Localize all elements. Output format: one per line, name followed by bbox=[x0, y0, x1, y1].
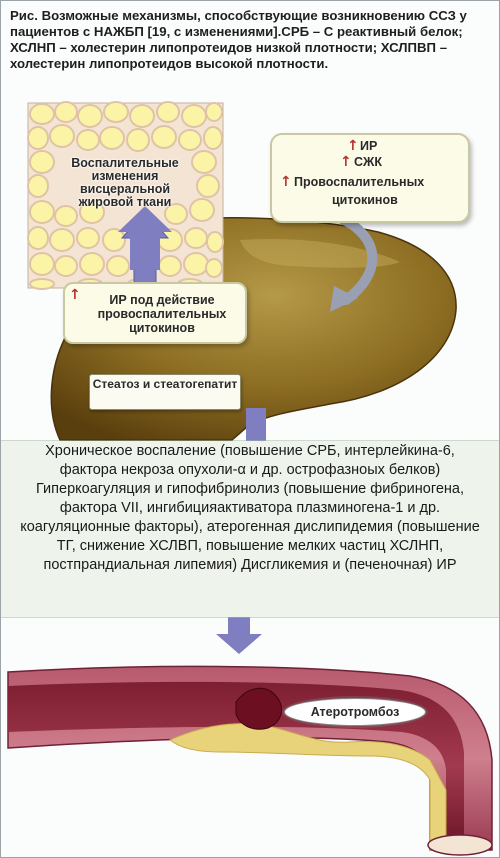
consequences-panel: Хроническое воспаление (повышение СРБ, и… bbox=[1, 441, 499, 617]
fat-tissue-label: Воспалительные изменения висцеральной жи… bbox=[71, 156, 179, 209]
liver-feedback-label: ИР под действие провоспалительных цитоки… bbox=[97, 293, 227, 335]
up-arrow-icon: ↑ bbox=[69, 287, 81, 303]
up-arrow-icon: ↑ bbox=[347, 138, 359, 154]
up-arrow-icon: ↑ bbox=[340, 154, 352, 170]
atherothrombosis-label: Атеротромбоз bbox=[284, 698, 426, 726]
liver-to-panel-arrow bbox=[246, 408, 266, 441]
curved-gray-arrow-head bbox=[330, 286, 358, 312]
up-arrow-fat-head bbox=[118, 206, 172, 232]
liver-feedback-callout: ↑ ИР под действие провоспалительных цито… bbox=[63, 282, 247, 344]
consequences-text: Хроническое воспаление (повышение СРБ, и… bbox=[20, 443, 480, 573]
vessel-opening bbox=[427, 834, 493, 856]
liver-inputs-callout: ↑ ИР ↑ СЖК ↑ Провоспалительных цитокинов bbox=[270, 133, 470, 223]
liver-highlight bbox=[240, 238, 400, 268]
steatosis-label: Стеатоз и стеатогепатит bbox=[92, 377, 238, 391]
curved-gray-arrow bbox=[335, 213, 378, 305]
up-arrow-fat bbox=[130, 230, 160, 270]
up-arrow-icon: ↑ bbox=[280, 174, 292, 190]
cytokines-label: цитокинов bbox=[332, 193, 398, 207]
figure-caption: Рис. Возможные механизмы, способствующие… bbox=[10, 8, 467, 71]
ffa-label: СЖК bbox=[354, 155, 382, 169]
panel-to-vessel-arrow-body bbox=[228, 617, 250, 636]
proinflammatory-label: Провоспалительных bbox=[294, 175, 425, 189]
insulin-resistance-label: ИР bbox=[360, 139, 378, 153]
blood-vessel bbox=[7, 665, 493, 856]
panel-to-vessel-arrow-head bbox=[216, 634, 262, 654]
thrombus bbox=[235, 687, 283, 730]
steatosis-label-box: Стеатоз и стеатогепатит bbox=[89, 374, 241, 410]
